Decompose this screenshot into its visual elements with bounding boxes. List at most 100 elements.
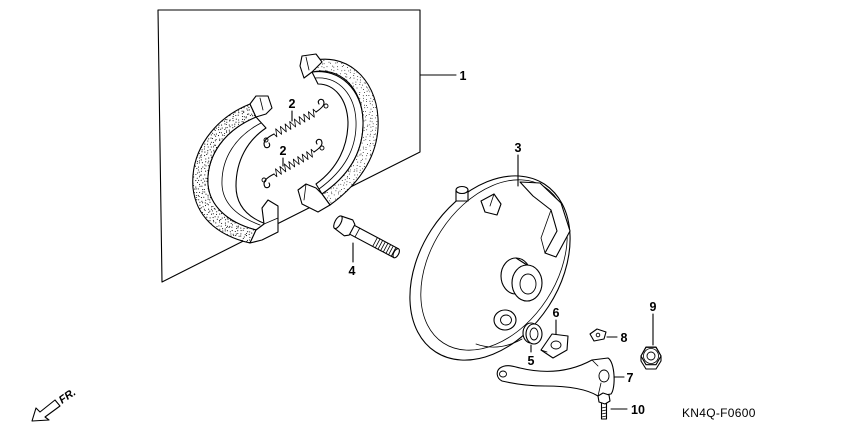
lining-texture-dot [230, 235, 232, 237]
lining-texture-dot [369, 140, 371, 142]
lining-texture-dot [204, 183, 206, 185]
lining-texture-dot [202, 166, 204, 168]
lining-texture-dot [330, 188, 332, 190]
lining-texture-dot [201, 200, 203, 202]
lining-texture-dot [212, 219, 214, 221]
lining-texture-dot [372, 143, 374, 145]
lining-texture-dot [241, 239, 243, 241]
lining-texture-dot [359, 81, 361, 83]
lining-texture-dot [214, 140, 216, 142]
lining-texture-dot [219, 138, 221, 140]
lining-texture-dot [200, 154, 202, 156]
shoe-kit-box [157, 9, 421, 283]
lining-texture-dot [202, 182, 204, 184]
lining-texture-dot [371, 117, 373, 119]
indicator-plate [540, 333, 569, 359]
lining-texture-dot [210, 151, 212, 153]
lining-texture-dot [364, 107, 366, 109]
lining-texture-dot [226, 127, 228, 129]
lining-texture-dot [204, 164, 206, 166]
lining-texture-dot [336, 62, 338, 64]
lining-texture-dot [364, 104, 366, 106]
brake-arm-clamp-slit [597, 382, 602, 397]
lining-texture-dot [208, 190, 210, 192]
left-shoe-bottom-end [249, 199, 279, 244]
lining-texture-dot [364, 92, 365, 94]
lining-texture-dot [192, 182, 194, 184]
lining-texture-dot [355, 81, 357, 83]
lining-texture-dot [349, 169, 351, 171]
lining-texture-dot [367, 163, 368, 165]
lining-texture-dot [344, 73, 346, 75]
lining-texture-dot [356, 71, 358, 73]
lining-texture-dot [199, 208, 201, 210]
lining-texture-dot [353, 70, 355, 72]
cam-seal [522, 322, 543, 345]
lining-texture-dot [229, 119, 231, 121]
lining-texture-dot [238, 121, 240, 123]
brake-shoe-left [192, 95, 279, 244]
lining-texture-dot [226, 225, 229, 227]
lining-texture-dot [332, 187, 334, 189]
lining-texture-dot [202, 178, 204, 180]
lining-texture-dot [207, 188, 209, 190]
lining-texture-dot [226, 130, 228, 132]
lining-texture-dot [205, 158, 207, 160]
lining-texture-dot [197, 166, 200, 168]
lining-texture-dot [243, 119, 245, 121]
lining-texture-dot [349, 82, 351, 84]
lining-texture-dot [370, 117, 371, 119]
lining-texture-dot [374, 117, 376, 119]
hub-boss [500, 257, 543, 302]
lining-texture-dot [348, 178, 350, 180]
callout-2-upper-label: 2 [289, 97, 296, 111]
lining-texture-dot [330, 201, 332, 203]
lining-texture-dot [355, 177, 357, 179]
brake-arm-clamp-edge [591, 359, 599, 367]
lining-texture-dot [370, 108, 372, 110]
kit-box-outline [157, 9, 421, 283]
spring-lower-hook-right [313, 138, 323, 153]
lining-texture-dot [338, 193, 340, 195]
lining-texture-dot [359, 94, 360, 95]
lining-texture-dot [242, 121, 244, 123]
lining-texture-dot [207, 165, 209, 167]
lining-texture-dot [343, 184, 345, 186]
lining-texture-dot [243, 236, 245, 238]
lining-texture-dot [369, 154, 371, 156]
lining-texture-dot [210, 131, 212, 133]
lining-texture-dot [359, 166, 361, 167]
lining-texture-dot [224, 222, 226, 224]
lining-texture-dot [210, 223, 212, 225]
lining-texture-dot [365, 115, 367, 117]
lining-texture-dot [363, 82, 365, 84]
callout-5: 5 [528, 344, 535, 368]
lining-texture-dot [195, 188, 197, 190]
lining-texture-dot [359, 154, 361, 156]
lining-texture-dot [341, 180, 343, 182]
lining-texture-dot [213, 207, 215, 209]
lining-texture-dot [359, 84, 361, 86]
cam-bore [493, 309, 517, 331]
lining-texture-dot [241, 115, 244, 118]
lining-texture-dot [359, 92, 361, 93]
lining-texture-dot [197, 169, 199, 171]
callout-9: 9 [650, 300, 657, 346]
lining-texture-dot [215, 213, 218, 215]
lining-texture-dot [226, 217, 228, 219]
lining-texture-dot [204, 180, 206, 182]
lining-texture-dot [248, 109, 250, 111]
lining-texture-dot [232, 117, 234, 119]
lining-texture-dot [221, 138, 223, 140]
lining-texture-dot [229, 231, 231, 233]
lining-texture-dot [353, 179, 355, 181]
lining-texture-dot [363, 130, 365, 132]
lining-texture-dot [195, 180, 197, 182]
lining-texture-dot [367, 124, 369, 126]
lining-texture-dot [366, 125, 368, 127]
lining-texture-dot [200, 170, 202, 172]
lining-texture-dot [322, 63, 324, 65]
lining-texture-dot [375, 127, 377, 129]
lining-texture-dot [347, 176, 348, 178]
lining-texture-dot [251, 115, 254, 117]
